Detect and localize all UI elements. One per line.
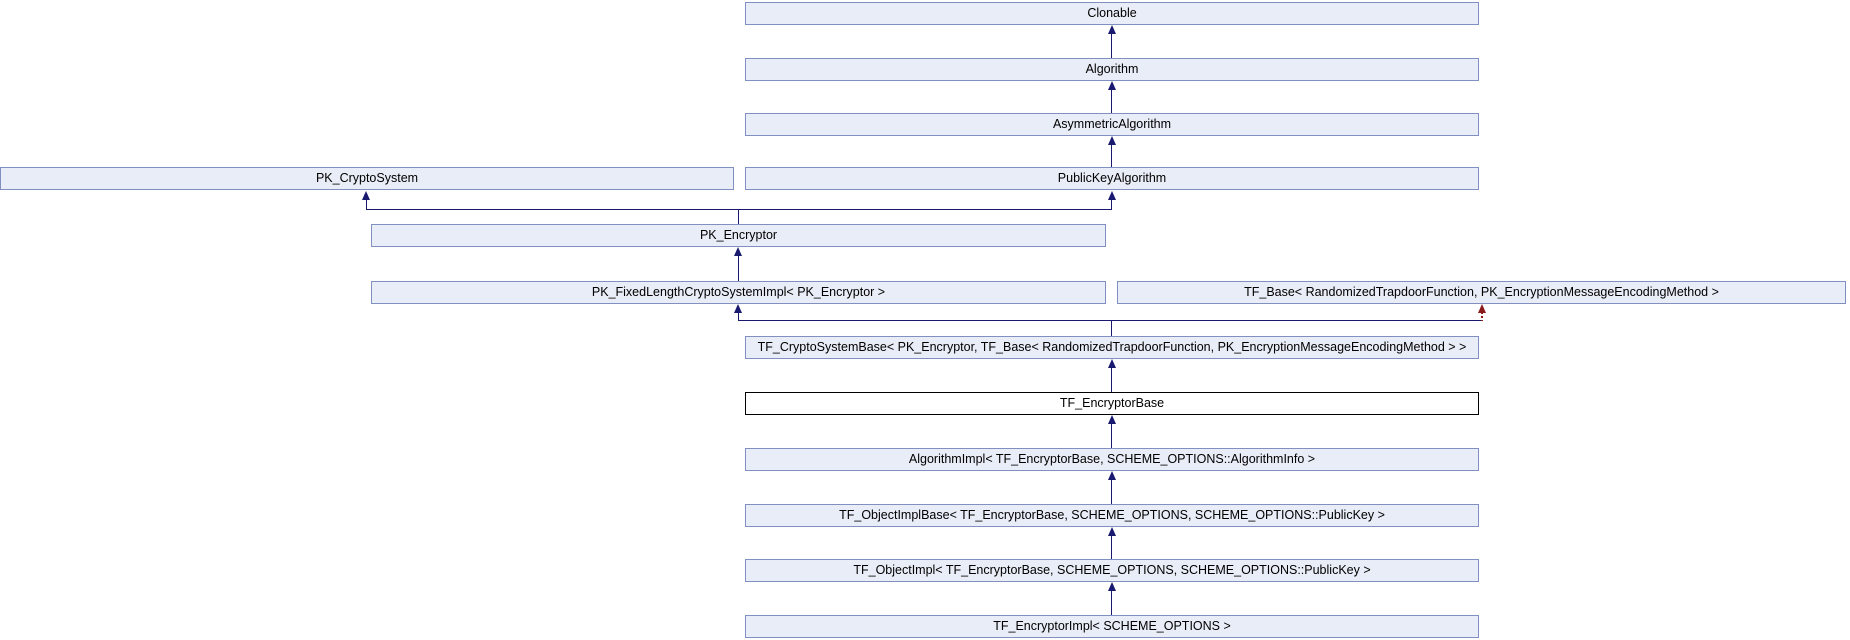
class-node-clonable[interactable]: Clonable <box>745 2 1479 25</box>
inheritance-arrow-icon <box>1108 359 1116 368</box>
inheritance-arrow-icon <box>1108 471 1116 480</box>
class-node-tf-object-impl[interactable]: TF_ObjectImpl< TF_EncryptorBase, SCHEME_… <box>745 559 1479 582</box>
inheritance-edge-line <box>1111 199 1112 210</box>
inheritance-edge-line <box>738 255 739 281</box>
inheritance-edge-line <box>1111 535 1112 559</box>
inheritance-edge-line <box>1111 367 1112 392</box>
inheritance-edge-line <box>366 199 367 210</box>
inheritance-edge-line <box>366 209 1112 210</box>
inheritance-edge-line <box>1111 144 1112 167</box>
inheritance-edge-line <box>1111 320 1112 336</box>
class-node-pk-fixed-length-cryptosystem-impl[interactable]: PK_FixedLengthCryptoSystemImpl< PK_Encry… <box>371 281 1106 304</box>
inheritance-edge-line <box>738 320 1483 321</box>
inheritance-edge-line <box>1111 89 1112 113</box>
inheritance-arrow-icon <box>734 304 742 313</box>
inheritance-arrow-icon <box>1108 136 1116 145</box>
class-node-tf-base[interactable]: TF_Base< RandomizedTrapdoorFunction, PK_… <box>1117 281 1846 304</box>
class-node-public-key-algorithm[interactable]: PublicKeyAlgorithm <box>745 167 1479 190</box>
inheritance-edge-line <box>1111 423 1112 448</box>
inheritance-edge-line <box>1111 33 1112 58</box>
inheritance-arrow-icon <box>1108 81 1116 90</box>
inheritance-edge-line <box>1111 479 1112 504</box>
class-node-tf-encryptor-base: TF_EncryptorBase <box>745 392 1479 415</box>
inheritance-edge-line <box>738 209 739 224</box>
class-node-tf-encryptor-impl[interactable]: TF_EncryptorImpl< SCHEME_OPTIONS > <box>745 615 1479 638</box>
private-inheritance-edge-line <box>1481 312 1483 321</box>
inheritance-arrow-icon <box>362 191 370 200</box>
inheritance-edge-line <box>738 312 739 321</box>
inheritance-arrow-icon <box>1108 191 1116 200</box>
inheritance-arrow-icon <box>1108 415 1116 424</box>
class-node-pk-cryptosystem[interactable]: PK_CryptoSystem <box>0 167 734 190</box>
class-node-algorithm[interactable]: Algorithm <box>745 58 1479 81</box>
class-node-tf-cryptosystem-base[interactable]: TF_CryptoSystemBase< PK_Encryptor, TF_Ba… <box>745 336 1479 359</box>
class-node-algorithm-impl[interactable]: AlgorithmImpl< TF_EncryptorBase, SCHEME_… <box>745 448 1479 471</box>
inheritance-arrow-icon <box>1108 582 1116 591</box>
class-node-pk-encryptor[interactable]: PK_Encryptor <box>371 224 1106 247</box>
class-node-tf-object-impl-base[interactable]: TF_ObjectImplBase< TF_EncryptorBase, SCH… <box>745 504 1479 527</box>
private-inheritance-arrow-icon <box>1478 304 1486 313</box>
inheritance-arrow-icon <box>1108 527 1116 536</box>
inheritance-arrow-icon <box>1108 25 1116 34</box>
inheritance-edge-line <box>1111 590 1112 615</box>
class-node-asymmetric-algorithm[interactable]: AsymmetricAlgorithm <box>745 113 1479 136</box>
inheritance-arrow-icon <box>734 247 742 256</box>
